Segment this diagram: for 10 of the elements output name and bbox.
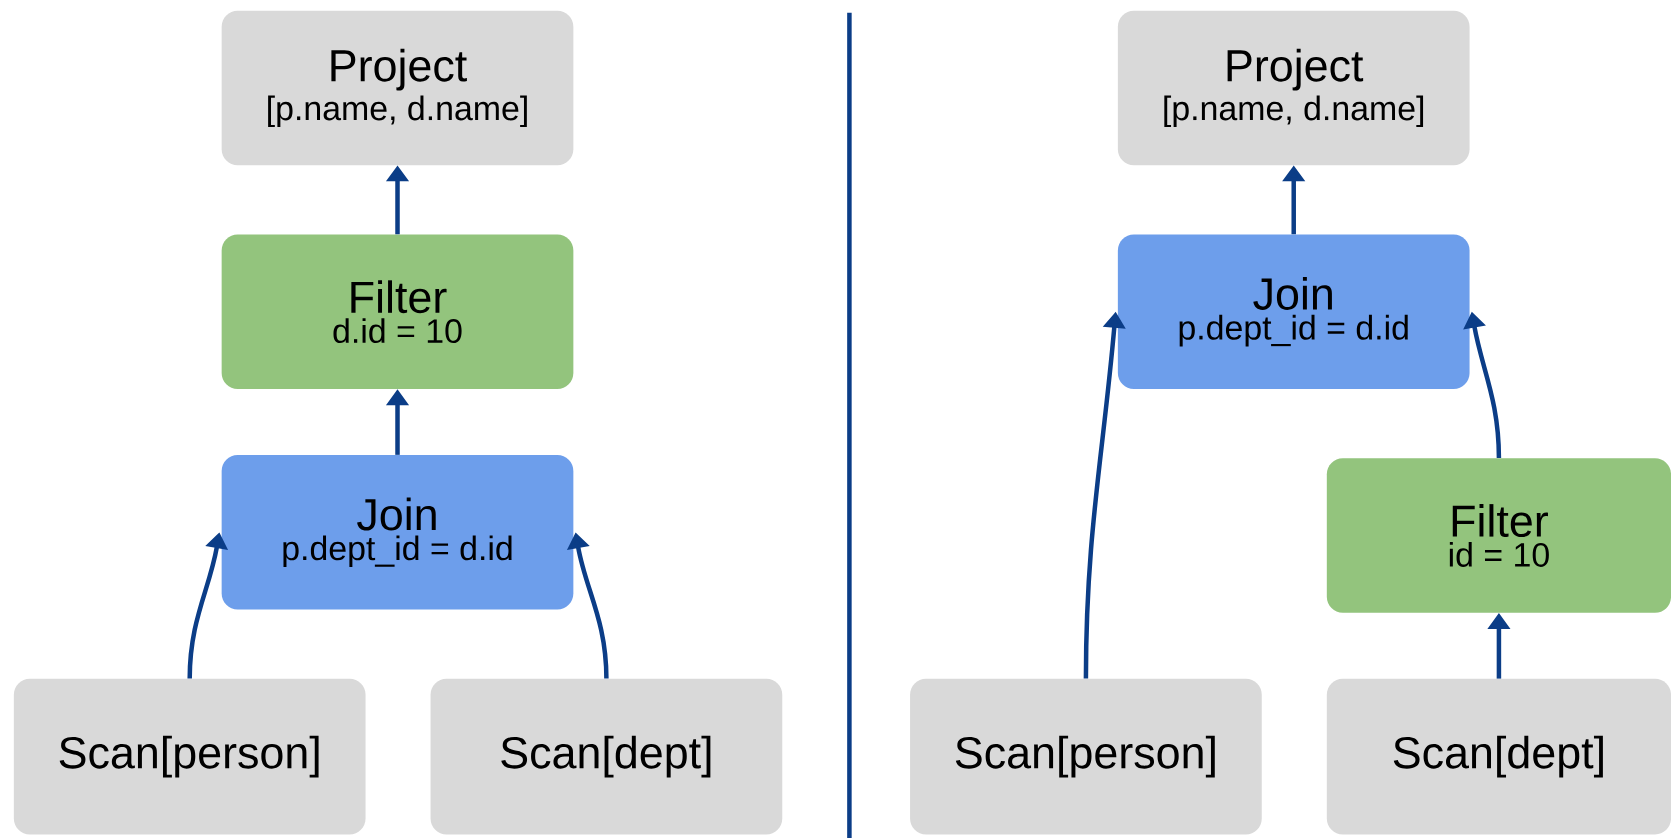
operator-box: Scan[person]	[910, 678, 1262, 835]
operator-box: Scan[dept]	[1326, 678, 1671, 835]
operator-box: Project [p.name, d.name]	[221, 10, 574, 166]
join-box: Join p.dept_id = d.id	[1117, 234, 1470, 389]
filter-box: Filter id = 10	[1326, 458, 1671, 613]
operator-box: Scan[person]	[13, 678, 366, 835]
join-box: Join p.dept_id = d.id	[221, 455, 574, 610]
operator-box: Scan[dept]	[430, 678, 783, 835]
filter-box: Filter d.id = 10	[221, 234, 574, 389]
operator-box: Project [p.name, d.name]	[1117, 10, 1470, 166]
